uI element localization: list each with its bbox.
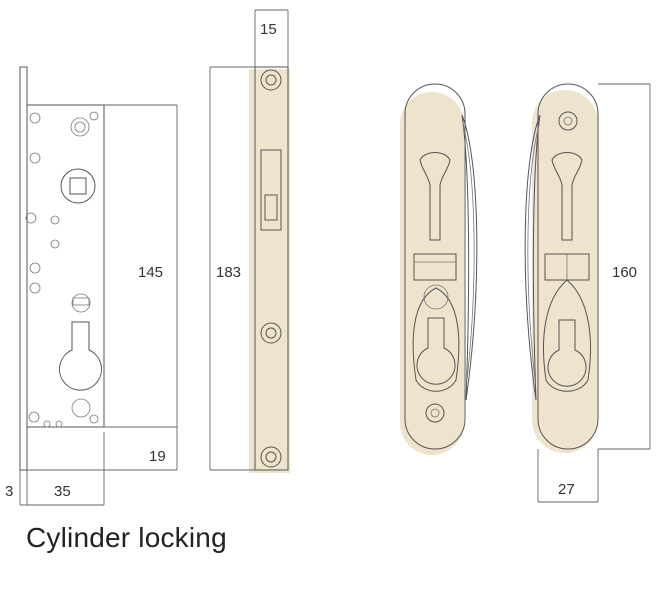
lock-body-view: 145 19 35 3 <box>5 66 178 506</box>
faceplate-screw-middle <box>260 322 282 344</box>
screw-hole <box>29 262 41 274</box>
screw-hole <box>89 414 99 424</box>
faceplate-screw-top-inner <box>265 74 277 86</box>
dim-label-27: 27 <box>558 481 575 498</box>
handle-left-slot <box>413 253 457 281</box>
handle-left-screw <box>425 403 445 423</box>
faceplate-screw-bottom <box>260 446 282 468</box>
handle-left-shadow <box>400 92 464 455</box>
dim-label-160: 160 <box>612 264 637 281</box>
handle-left-lever-edge <box>462 124 475 381</box>
dim-label-19: 19 <box>149 448 166 465</box>
handle-left-plate <box>404 83 466 450</box>
caption: Cylinder locking <box>26 522 227 553</box>
cylinder-screw-slot <box>72 297 90 306</box>
handle-right-escutcheon <box>543 279 591 392</box>
screw-hole <box>29 152 41 164</box>
latch-bolt <box>264 194 278 221</box>
handle-left-view <box>400 83 478 455</box>
handle-right-lever <box>524 114 541 401</box>
dim-label-35: 35 <box>54 483 71 500</box>
screw-bottom <box>71 398 91 418</box>
handle-right-keyhole <box>547 319 587 387</box>
faceplate-shadow <box>249 69 290 473</box>
follower-outer <box>60 168 96 204</box>
screw-top-inner <box>74 121 86 133</box>
handle-left-cylinder-button <box>423 284 449 310</box>
handle-left-screw-inner <box>430 408 440 418</box>
handle-right-lever-edge <box>527 124 540 381</box>
screw-hole <box>29 282 41 294</box>
handle-right-screw-top-inner <box>563 116 573 126</box>
handle-right-view: 160 27 <box>524 83 651 503</box>
screw-hole <box>50 215 60 225</box>
handle-right-shadow <box>532 90 598 453</box>
follower-square <box>69 177 87 195</box>
cylinder-keyhole <box>59 321 102 391</box>
screw-hole <box>29 112 41 124</box>
handle-left-escutcheon <box>412 287 460 392</box>
screw-hole <box>25 212 37 224</box>
lock-faceplate-strip <box>19 66 28 471</box>
handle-right-plate <box>537 83 599 450</box>
screw-top <box>70 117 90 137</box>
faceplate-screw-middle-inner <box>265 327 277 339</box>
latch-opening <box>260 149 282 231</box>
dim-label-3: 3 <box>5 483 13 500</box>
dim-label-145: 145 <box>138 264 163 281</box>
screw-hole <box>89 111 99 121</box>
screw-hole <box>43 420 51 428</box>
screw-hole <box>50 239 60 249</box>
faceplate <box>254 66 289 471</box>
faceplate-view: 15 183 <box>209 9 290 473</box>
faceplate-screw-top <box>260 69 282 91</box>
cylinder-screw <box>71 293 91 313</box>
screw-hole <box>55 420 63 428</box>
dim-label-183: 183 <box>216 264 241 281</box>
handle-right-screw-top <box>558 111 578 131</box>
lock-case <box>26 104 105 428</box>
handle-right-thumbturn <box>551 152 583 241</box>
handle-left-keyhole <box>416 317 456 385</box>
dim-label-15: 15 <box>260 21 277 38</box>
handle-left-thumbturn <box>419 152 451 241</box>
handle-left-lever <box>461 114 478 401</box>
screw-hole <box>28 411 40 423</box>
faceplate-screw-bottom-inner <box>265 451 277 463</box>
